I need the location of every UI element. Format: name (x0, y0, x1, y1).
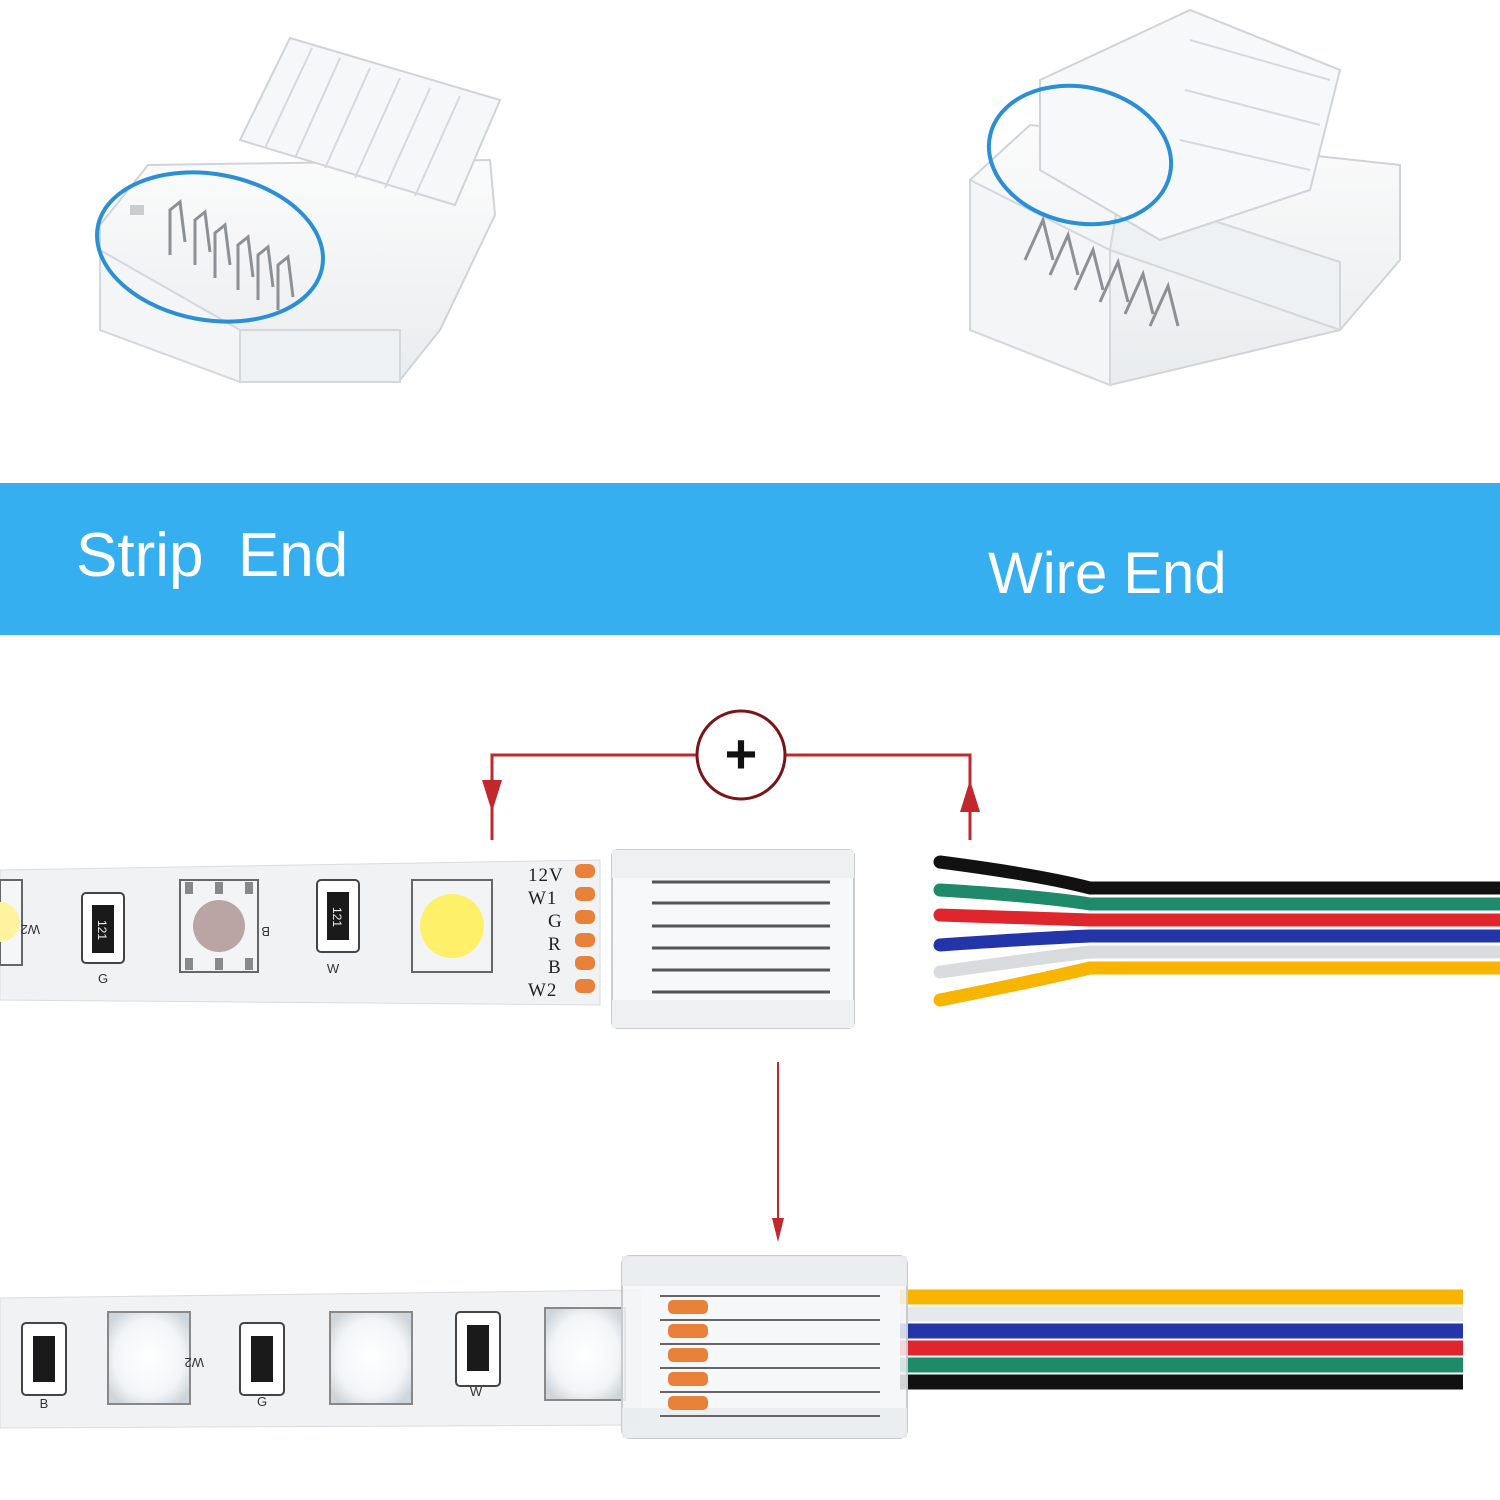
center-connector (611, 849, 855, 1029)
pin-label-r: R (548, 934, 562, 955)
resistor-code: 121 (95, 920, 109, 940)
pin-label-w1: W1 (528, 888, 558, 909)
wire-bundle-bottom (900, 1289, 1463, 1390)
led-mark: G (257, 1394, 267, 1409)
led-mark: W (327, 961, 340, 976)
led-mark: G (98, 971, 108, 986)
led-strip-top: W2 121 G B 121 W (0, 859, 601, 1006)
pin-label-w2: W2 (528, 980, 558, 1001)
led-mark: W2 (21, 922, 41, 937)
arrow-up-right-icon (960, 780, 980, 812)
assembly-bracket: + (482, 709, 980, 840)
led-mark: B (261, 924, 270, 939)
led-mark: W2 (185, 1355, 205, 1370)
wire-end-label: Wire End (988, 541, 1227, 606)
resistor-code: 121 (330, 907, 344, 927)
strip-end-label: Strip End (76, 521, 349, 590)
pin-label-g: G (548, 911, 563, 932)
pin-label-12v: 12V (528, 865, 564, 886)
plus-symbol: + (725, 722, 758, 785)
arrow-down-left-icon (482, 780, 502, 812)
white-led-chip (107, 1311, 191, 1405)
label-banner (0, 483, 1500, 635)
pin-label-b: B (548, 957, 562, 978)
led-strip-bottom: B W2 G W (0, 1289, 641, 1429)
solder-pads (575, 864, 595, 993)
plus-circle-icon (695, 709, 787, 801)
strip-end-connector (95, 36, 502, 384)
wire-end-highlight (986, 83, 1174, 227)
led-mark: W (470, 1384, 483, 1399)
white-led-chip (329, 1311, 413, 1405)
white-led-chip (544, 1307, 626, 1401)
wire-bundle-top (933, 855, 1500, 1007)
strip-end-highlight (95, 170, 325, 324)
bottom-connector (621, 1255, 908, 1439)
wire-end-connector (969, 8, 1401, 387)
led-mark: B (40, 1396, 49, 1411)
